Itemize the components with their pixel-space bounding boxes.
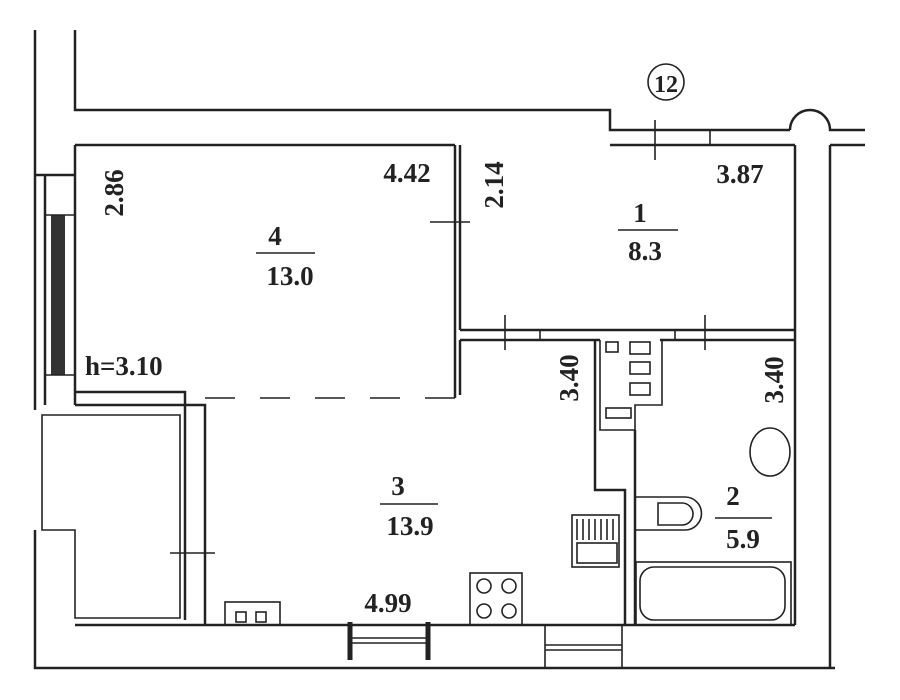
dimension-room1-width: 3.87 [716,159,763,189]
room-area: 13.0 [266,261,313,291]
room-1-walls [460,315,795,350]
room-4-label: 4 13.0 [256,221,315,291]
dimension-kitchen-width: 4.99 [364,588,411,618]
outer-walls [33,30,865,670]
dimension-kitchen-depth: 3.40 [554,354,584,401]
room-area: 5.9 [726,524,760,554]
ceiling-height-label: h=3.10 [85,351,163,381]
dimension-room4-depth: 2.86 [99,169,129,216]
washbasin-icon [749,427,791,477]
partitions [458,340,663,625]
kitchen-counter-icon [224,601,281,626]
room-area: 8.3 [628,236,662,266]
room-1-label: 1 8.3 [618,198,678,266]
sink-icon [571,514,620,568]
window-bottom [347,622,431,660]
room-3-label: 3 13.9 [380,471,438,541]
room-number: 3 [391,471,405,501]
window-bottom-right [544,625,623,668]
window-left [51,215,65,375]
dimension-room1-depth: 2.14 [479,161,509,208]
axis-marker: 12 [647,63,685,101]
room-number: 2 [726,481,740,511]
room-number: 1 [633,198,647,228]
dimension-bath-depth: 3.40 [759,356,789,403]
room-2-label: 2 5.9 [715,481,772,554]
room-4-walls [75,143,470,625]
room-number: 4 [268,221,282,251]
dimension-room4-width: 4.42 [383,158,430,188]
room-area: 13.9 [386,511,433,541]
bathtub-icon [635,561,792,626]
axis-marker-label: 12 [654,72,678,98]
toilet-icon [636,496,703,531]
stove-icon [469,572,523,626]
balcony [41,414,215,619]
